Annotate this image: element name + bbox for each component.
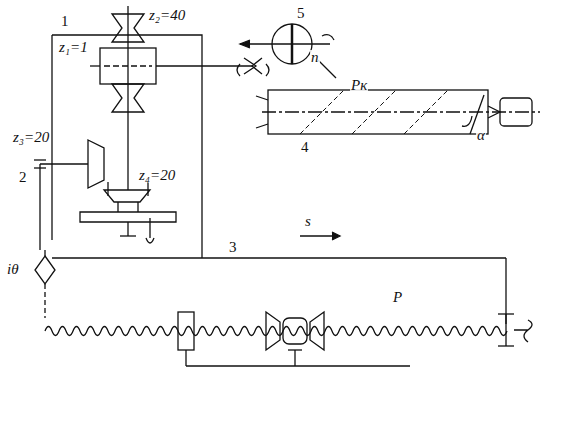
symbol-label: z₃=20 xyxy=(12,130,50,145)
symbol-label: n xyxy=(310,50,320,65)
lead-screw xyxy=(45,327,507,336)
callout-number: 2 xyxy=(18,170,28,185)
symbol-label: P xyxy=(392,290,403,305)
callout-number: 1 xyxy=(60,14,70,29)
symbol-label: z₄=20 xyxy=(138,168,176,183)
callout-number: 5 xyxy=(296,6,306,21)
symbol-label: z₁=1 xyxy=(58,40,89,55)
callout-number: 4 xyxy=(300,140,310,155)
symbol-label: Pк xyxy=(350,78,368,93)
symbol-label: z₂=40 xyxy=(148,8,186,23)
symbol-label: α xyxy=(476,128,486,143)
callout-number: 3 xyxy=(228,240,238,255)
symbol-label: s xyxy=(304,214,312,229)
symbol-label: iθ xyxy=(6,262,20,277)
